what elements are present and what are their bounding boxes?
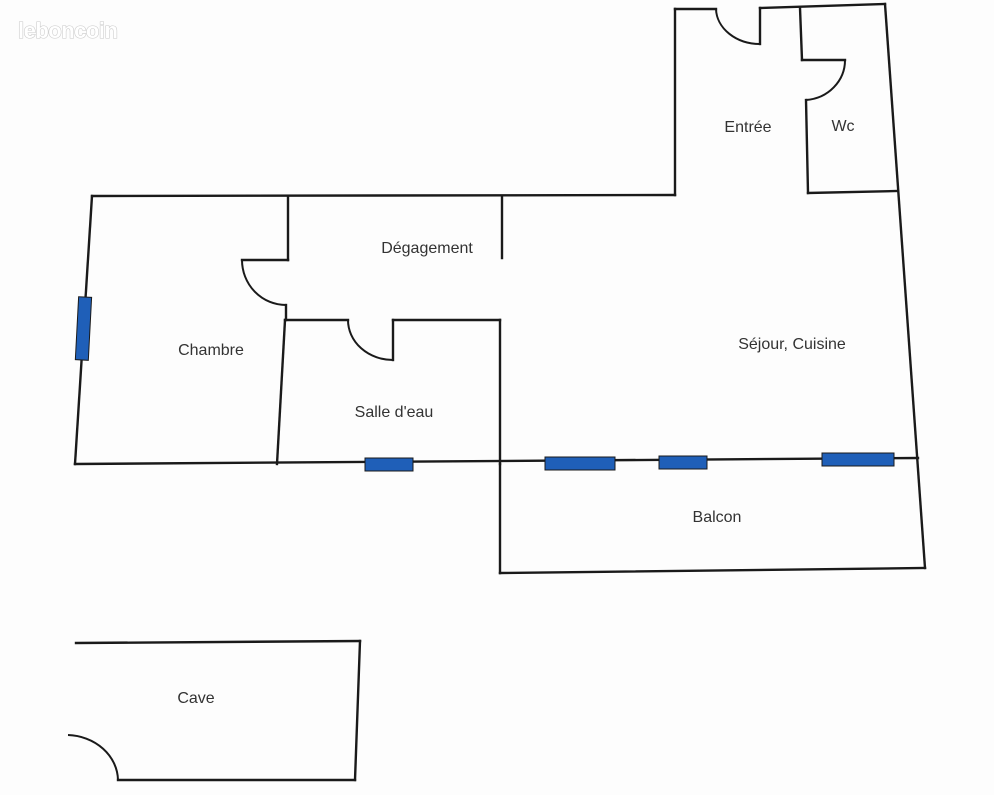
balcon-bottom-wall — [498, 566, 927, 575]
cave-right-wall — [353, 639, 362, 782]
label-entree: Entrée — [724, 119, 771, 136]
salle-eau-door-swing — [347, 319, 394, 361]
chambre-window — [74, 296, 93, 361]
label-chambre: Chambre — [178, 342, 244, 359]
label-cave: Cave — [177, 690, 214, 707]
entree-top-wall-right — [758, 2, 887, 10]
wc-left-wall-lower — [804, 98, 810, 195]
wc-bottom-wall — [806, 189, 899, 195]
salle-eau-window — [364, 457, 414, 472]
cave-walls — [67, 639, 362, 782]
interior-walls — [275, 6, 899, 466]
entree-door-swing — [715, 8, 761, 45]
label-wc: Wc — [831, 118, 854, 135]
chambre-door-swing — [241, 259, 287, 306]
facade-wall — [73, 456, 920, 466]
cave-door-swing — [67, 734, 119, 781]
chambre-right-wall-lower — [275, 318, 287, 466]
sejour-window-2 — [658, 455, 708, 470]
leboncoin-logo: leboncoin — [18, 18, 117, 43]
doors — [240, 6, 847, 361]
label-balcon: Balcon — [693, 509, 742, 526]
cave-top-wall — [74, 639, 362, 645]
sejour-window-3 — [821, 452, 895, 467]
right-outer-wall — [883, 2, 927, 570]
wc-left-wall-upper — [798, 6, 804, 62]
windows — [74, 296, 895, 472]
room-labels: Entrée Wc Dégagement Chambre Séjour, Cui… — [177, 118, 854, 707]
outer-walls — [73, 2, 927, 575]
top-wall — [90, 193, 677, 198]
label-sejour-cuisine: Séjour, Cuisine — [738, 336, 846, 353]
label-salle-eau: Salle d'eau — [355, 404, 434, 421]
label-degagement: Dégagement — [381, 240, 473, 257]
wc-door-swing — [805, 59, 847, 101]
sejour-window-1 — [544, 456, 616, 471]
